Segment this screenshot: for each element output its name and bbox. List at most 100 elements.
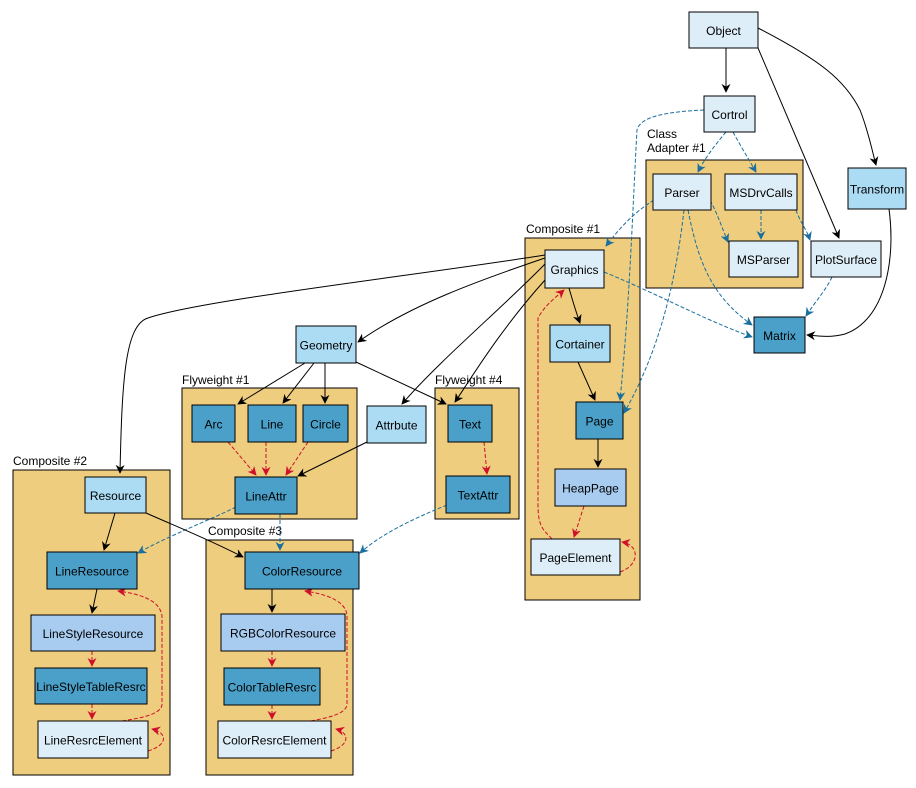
- edge-resource-to-lineresource: [101, 512, 116, 551]
- edge-container-to-page: [577, 361, 596, 401]
- edge-control-to-page: [616, 109, 705, 401]
- group-label: Composite #3: [208, 524, 282, 538]
- node-box: [652, 173, 712, 211]
- node-colortableresrc[interactable]: ColorTableResrc: [223, 667, 321, 706]
- node-box: [544, 249, 605, 289]
- node-line[interactable]: Line: [247, 404, 297, 443]
- node-box: [34, 667, 148, 705]
- group-label: Flyweight #4: [435, 373, 503, 387]
- node-box: [554, 468, 627, 507]
- edge-plotsurface-to-matrix: [805, 276, 833, 317]
- node-matrix[interactable]: Matrix: [753, 316, 806, 354]
- edge-parser-to-graphics: [605, 199, 655, 247]
- edge-text-to-textattr: [481, 441, 491, 475]
- edge-transform-to-matrix: [806, 208, 892, 341]
- node-lineresource[interactable]: LineResource: [46, 551, 138, 590]
- node-box: [445, 475, 511, 514]
- node-box: [753, 316, 806, 354]
- group-label: Composite #1: [526, 222, 600, 236]
- node-box: [37, 720, 149, 759]
- edge-pageelement-to-graphics: [537, 289, 565, 540]
- edge-arc-to-lineattr: [227, 441, 257, 476]
- edge-lineresrcelement-to-lineresource: [117, 587, 163, 722]
- node-label: Attrbute: [375, 419, 417, 433]
- node-label: Arc: [205, 418, 223, 432]
- node-parser[interactable]: Parser: [652, 173, 712, 211]
- group-label: Class: [647, 127, 677, 141]
- node-colorresource[interactable]: ColorResource: [244, 551, 360, 590]
- node-text[interactable]: Text: [447, 404, 493, 443]
- node-lineattr[interactable]: LineAttr: [234, 476, 298, 515]
- node-label: Object: [706, 24, 741, 38]
- edge-circle-to-lineattr: [285, 441, 309, 476]
- edge-geometry-to-arc: [237, 362, 306, 405]
- node-label: Parser: [664, 186, 699, 200]
- node-box: [703, 95, 756, 133]
- node-label: MSParser: [737, 253, 790, 267]
- node-label: LineAttr: [245, 490, 286, 504]
- node-graphics[interactable]: Graphics: [544, 249, 605, 289]
- node-label: Graphics: [550, 263, 598, 277]
- node-rgbcolorresource[interactable]: RGBColorResource: [220, 613, 346, 652]
- edge-geometry-to-text: [355, 361, 447, 405]
- node-heappage[interactable]: HeapPage: [554, 468, 627, 507]
- node-plotsurface[interactable]: PlotSurface: [810, 240, 882, 278]
- edge-colorresrcelement-to-colorresrcelement: [330, 726, 347, 752]
- node-textattr[interactable]: TextAttr: [445, 475, 511, 514]
- group-label: Adapter #1: [647, 141, 706, 155]
- node-label: ColorResrcElement: [222, 734, 327, 748]
- node-box: [549, 324, 611, 363]
- node-container[interactable]: Cortainer: [549, 324, 611, 363]
- node-label: Cortainer: [555, 338, 604, 352]
- node-label: LineResource: [55, 565, 129, 579]
- node-lineresrcelement[interactable]: LineResrcElement: [37, 720, 149, 759]
- node-pageelement[interactable]: PageElement: [530, 538, 621, 576]
- node-box: [575, 401, 624, 440]
- edge-msdrvcalls-to-plotsurface: [795, 209, 812, 241]
- node-msdrvcalls[interactable]: MSDrvCalls: [724, 173, 798, 211]
- node-arc[interactable]: Arc: [191, 404, 236, 443]
- edge-object-to-transform: [757, 27, 879, 166]
- edge-graphics-to-textattr: [454, 279, 546, 403]
- node-linestyletableresrc[interactable]: LineStyleTableResrc: [34, 667, 148, 705]
- edge-parser-to-page: [623, 209, 685, 414]
- node-transform[interactable]: Transform: [847, 167, 907, 210]
- node-object[interactable]: Object: [688, 11, 759, 49]
- node-page[interactable]: Page: [575, 401, 624, 440]
- node-box: [366, 405, 427, 444]
- edge-heappage-to-pageelement: [572, 505, 585, 538]
- node-label: Cortrol: [711, 108, 747, 122]
- edge-graphics-to-geometry: [357, 257, 546, 343]
- edge-lineattr-to-lineresource: [137, 506, 237, 554]
- node-circle[interactable]: Circle: [302, 404, 349, 443]
- node-label: LineResrcElement: [44, 734, 143, 748]
- node-label: PlotSurface: [815, 253, 877, 267]
- node-geometry[interactable]: Geometry: [295, 325, 357, 364]
- node-msparser[interactable]: MSParser: [728, 240, 799, 278]
- edge-lineresource-to-linestyleresource: [89, 588, 99, 614]
- node-label: Circle: [310, 418, 341, 432]
- group-label: Composite #2: [13, 454, 87, 468]
- node-box: [728, 240, 799, 278]
- node-attribute[interactable]: Attrbute: [366, 405, 427, 444]
- node-resource[interactable]: Resource: [84, 476, 147, 514]
- node-box: [223, 667, 321, 706]
- node-control[interactable]: Cortrol: [703, 95, 756, 133]
- node-box: [84, 476, 147, 514]
- node-colorresrcelement[interactable]: ColorResrcElement: [217, 720, 332, 759]
- edge-resource-to-colorresource: [145, 512, 244, 558]
- node-label: Text: [459, 418, 482, 432]
- node-box: [191, 404, 236, 443]
- edge-graphics-to-attribute: [401, 263, 546, 405]
- node-label: LineStyleResource: [43, 627, 144, 641]
- node-label: Geometry: [300, 339, 353, 353]
- edge-object-to-plotsurface: [757, 47, 840, 239]
- node-label: PageElement: [539, 551, 612, 565]
- node-box: [30, 614, 156, 652]
- edge-geometry-to-line: [282, 362, 315, 404]
- edge-parser-to-matrix: [687, 209, 753, 326]
- node-box: [247, 404, 297, 443]
- node-label: Transform: [850, 183, 904, 197]
- node-label: LineStyleTableResrc: [36, 680, 145, 694]
- node-linestyleresource[interactable]: LineStyleResource: [30, 614, 156, 652]
